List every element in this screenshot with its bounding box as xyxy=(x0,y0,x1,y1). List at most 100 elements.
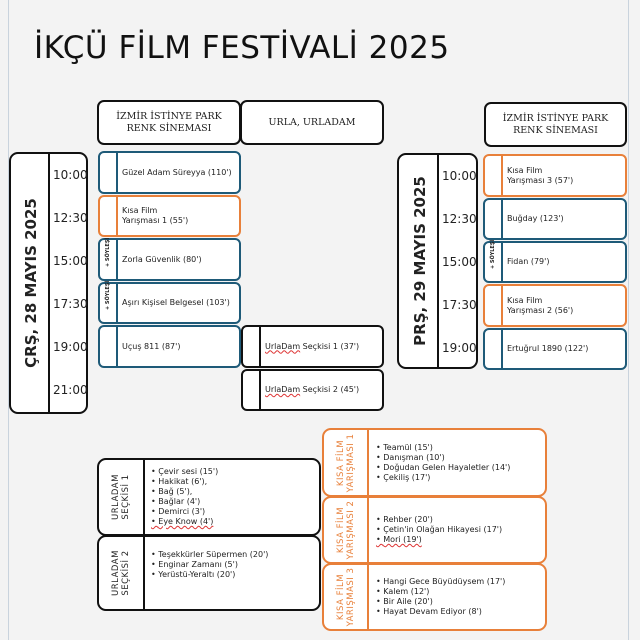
time-slot: 17:30 xyxy=(53,297,88,311)
divider xyxy=(501,243,503,281)
film-item: Teşekkürler Süpermen (20') xyxy=(151,550,268,560)
event-ucus-811[interactable]: Uçuş 811 (87') xyxy=(98,325,241,368)
divider xyxy=(259,371,261,409)
divider xyxy=(259,327,261,366)
film-item: Hangi Gece Büyüdüysem (17') xyxy=(376,577,505,587)
event-title-name: UrlaDam xyxy=(265,385,301,394)
event-kisa-film-1[interactable]: Kısa Film Yarışması 1 (55') xyxy=(98,195,241,237)
divider xyxy=(143,537,145,609)
time-slot: 19:00 xyxy=(53,340,88,354)
film-list: Teşekkürler Süpermen (20') Enginar Zaman… xyxy=(151,550,268,580)
divider xyxy=(116,327,118,366)
film-item: Bağ (5'), xyxy=(151,487,218,497)
day2-label: PRŞ, 29 MAYIS 2025 xyxy=(411,176,429,346)
film-list: Teamül (15') Danışman (10') Doğudan Gele… xyxy=(376,443,510,483)
divider xyxy=(501,330,503,368)
talk-badge: + SÖYLEŞİ xyxy=(105,237,111,267)
divider xyxy=(116,153,118,192)
film-list: Çevir sesi (15') Hakikat (6'), Bağ (5'),… xyxy=(151,467,218,527)
event-title: Kısa Film Yarışması 2 (56') xyxy=(507,295,574,315)
day2-column: PRŞ, 29 MAYIS 2025 10:00 12:30 15:00 17:… xyxy=(397,153,478,369)
event-urladam-seckisi-1[interactable]: UrlaDam Seçkisi 1 (37') xyxy=(241,325,384,368)
film-item: Yerüstü-Yeraltı (20') xyxy=(151,570,268,580)
time-slot: 15:00 xyxy=(442,255,477,269)
event-title: Kısa Film Yarışması 3 (57') xyxy=(507,165,574,185)
event-bugday[interactable]: Buğday (123') xyxy=(483,198,627,240)
event-title: UrlaDam Seçkisi 2 (45') xyxy=(265,385,378,395)
film-item: Çekiliş (17') xyxy=(376,473,510,483)
film-item: Çevir sesi (15') xyxy=(151,467,218,477)
program-kisa-film-1: KISA FİLM YARIŞMASI 1 Teamül (15') Danış… xyxy=(322,428,547,497)
event-title: Fidan (79') xyxy=(507,257,550,266)
film-item: Demirci (3') xyxy=(151,507,218,517)
talk-badge: + SÖYLEŞİ xyxy=(490,239,496,269)
venue-header-urladam: URLA, URLADAM xyxy=(240,100,384,145)
divider xyxy=(501,286,503,325)
program-label: KISA FİLM YARIŞMASI 2 xyxy=(336,500,356,560)
event-fidan[interactable]: + SÖYLEŞİ Fidan (79') xyxy=(483,239,627,283)
venue-header-istinye: İZMİR İSTİNYE PARK RENK SİNEMASI xyxy=(97,100,241,145)
event-title: Zorla Güvenlik (80') xyxy=(122,254,202,264)
divider xyxy=(116,284,118,322)
film-list: Rehber (20') Çetin'in Olağan Hikayesi (1… xyxy=(376,515,502,545)
event-zorla-guvenlik[interactable]: + SÖYLEŞİ Zorla Güvenlik (80') xyxy=(98,237,241,281)
day1-label: ÇRŞ, 28 MAYIS 2025 xyxy=(22,198,40,368)
time-slot: 12:30 xyxy=(442,212,477,226)
divider xyxy=(367,430,369,495)
divider xyxy=(116,240,118,279)
divider xyxy=(367,498,369,562)
program-kisa-film-2: KISA FİLM YARIŞMASI 2 Rehber (20') Çetin… xyxy=(322,496,547,564)
page-edge-right xyxy=(628,0,629,640)
event-title: Güzel Adam Süreyya (110') xyxy=(122,167,232,177)
time-slot: 10:00 xyxy=(53,168,88,182)
film-item: Mori (19') xyxy=(376,535,502,545)
film-item: Bağlar (4') xyxy=(151,497,218,507)
film-item: Çetin'in Olağan Hikayesi (17') xyxy=(376,525,502,535)
program-kisa-film-3: KISA FİLM YARIŞMASI 3 Hangi Gece Büyüdüy… xyxy=(322,563,547,631)
film-item: Bir Aile (20') xyxy=(376,597,505,607)
time-slot: 21:00 xyxy=(53,383,88,397)
film-list: Hangi Gece Büyüdüysem (17') Kalem (12') … xyxy=(376,577,505,617)
film-item: Hayat Devam Ediyor (8') xyxy=(376,607,505,617)
divider xyxy=(501,200,503,238)
film-item: Enginar Zamanı (5') xyxy=(151,560,268,570)
event-guzel-adam-sureyya[interactable]: Güzel Adam Süreyya (110') xyxy=(98,151,241,194)
event-title-name: UrlaDam xyxy=(265,341,301,351)
time-slot: 15:00 xyxy=(53,254,88,268)
event-title: Uçuş 811 (87') xyxy=(122,341,181,351)
event-title: Kısa Film Yarışması 1 (55') xyxy=(122,206,189,225)
film-item: Rehber (20') xyxy=(376,515,502,525)
venue-header-istinye-day2: İZMİR İSTİNYE PARK RENK SİNEMASI xyxy=(484,102,627,147)
film-item: Danışman (10') xyxy=(376,453,510,463)
event-title: Ertuğrul 1890 (122') xyxy=(507,344,589,353)
film-item: Kalem (12') xyxy=(376,587,505,597)
event-urladam-seckisi-2[interactable]: UrlaDam Seçkisi 2 (45') xyxy=(241,369,384,411)
divider xyxy=(437,155,439,367)
film-item: Teamül (15') xyxy=(376,443,510,453)
event-title: UrlaDam Seçkisi 1 (37') xyxy=(265,342,378,352)
event-title-rest: Seçkisi 2 (45') xyxy=(300,385,360,394)
time-slot: 17:30 xyxy=(442,298,477,312)
program-label: KISA FİLM YARIŞMASI 3 xyxy=(336,567,356,627)
program-label: URLADAM SEÇKİSİ 1 xyxy=(111,474,131,520)
program-label: KISA FİLM YARIŞMASI 1 xyxy=(336,433,356,492)
program-urladam-seckisi-1: URLADAM SEÇKİSİ 1 Çevir sesi (15') Hakik… xyxy=(97,458,321,536)
time-slot: 10:00 xyxy=(442,169,477,183)
divider xyxy=(116,197,118,235)
program-urladam-seckisi-2: URLADAM SEÇKİSİ 2 Teşekkürler Süpermen (… xyxy=(97,535,321,611)
event-title-rest: Seçkisi 1 (37') xyxy=(300,341,360,351)
program-label: URLADAM SEÇKİSİ 2 xyxy=(111,550,131,596)
film-item: Hakikat (6'), xyxy=(151,477,218,487)
day1-column: ÇRŞ, 28 MAYIS 2025 10:00 12:30 15:00 17:… xyxy=(9,152,88,414)
event-title: Buğday (123') xyxy=(507,214,564,223)
film-item: Eye Know (4') xyxy=(151,517,218,527)
time-slot: 12:30 xyxy=(53,211,88,225)
event-ertugrul-1890[interactable]: Ertuğrul 1890 (122') xyxy=(483,328,627,370)
event-title: Aşırı Kişisel Belgesel (103') xyxy=(122,298,230,307)
page-title: İKÇÜ FİLM FESTİVALİ 2025 xyxy=(34,30,450,66)
page-edge-left xyxy=(8,0,9,640)
event-kisa-film-3[interactable]: Kısa Film Yarışması 3 (57') xyxy=(483,154,627,197)
divider xyxy=(501,156,503,195)
event-kisa-film-2[interactable]: Kısa Film Yarışması 2 (56') xyxy=(483,284,627,327)
